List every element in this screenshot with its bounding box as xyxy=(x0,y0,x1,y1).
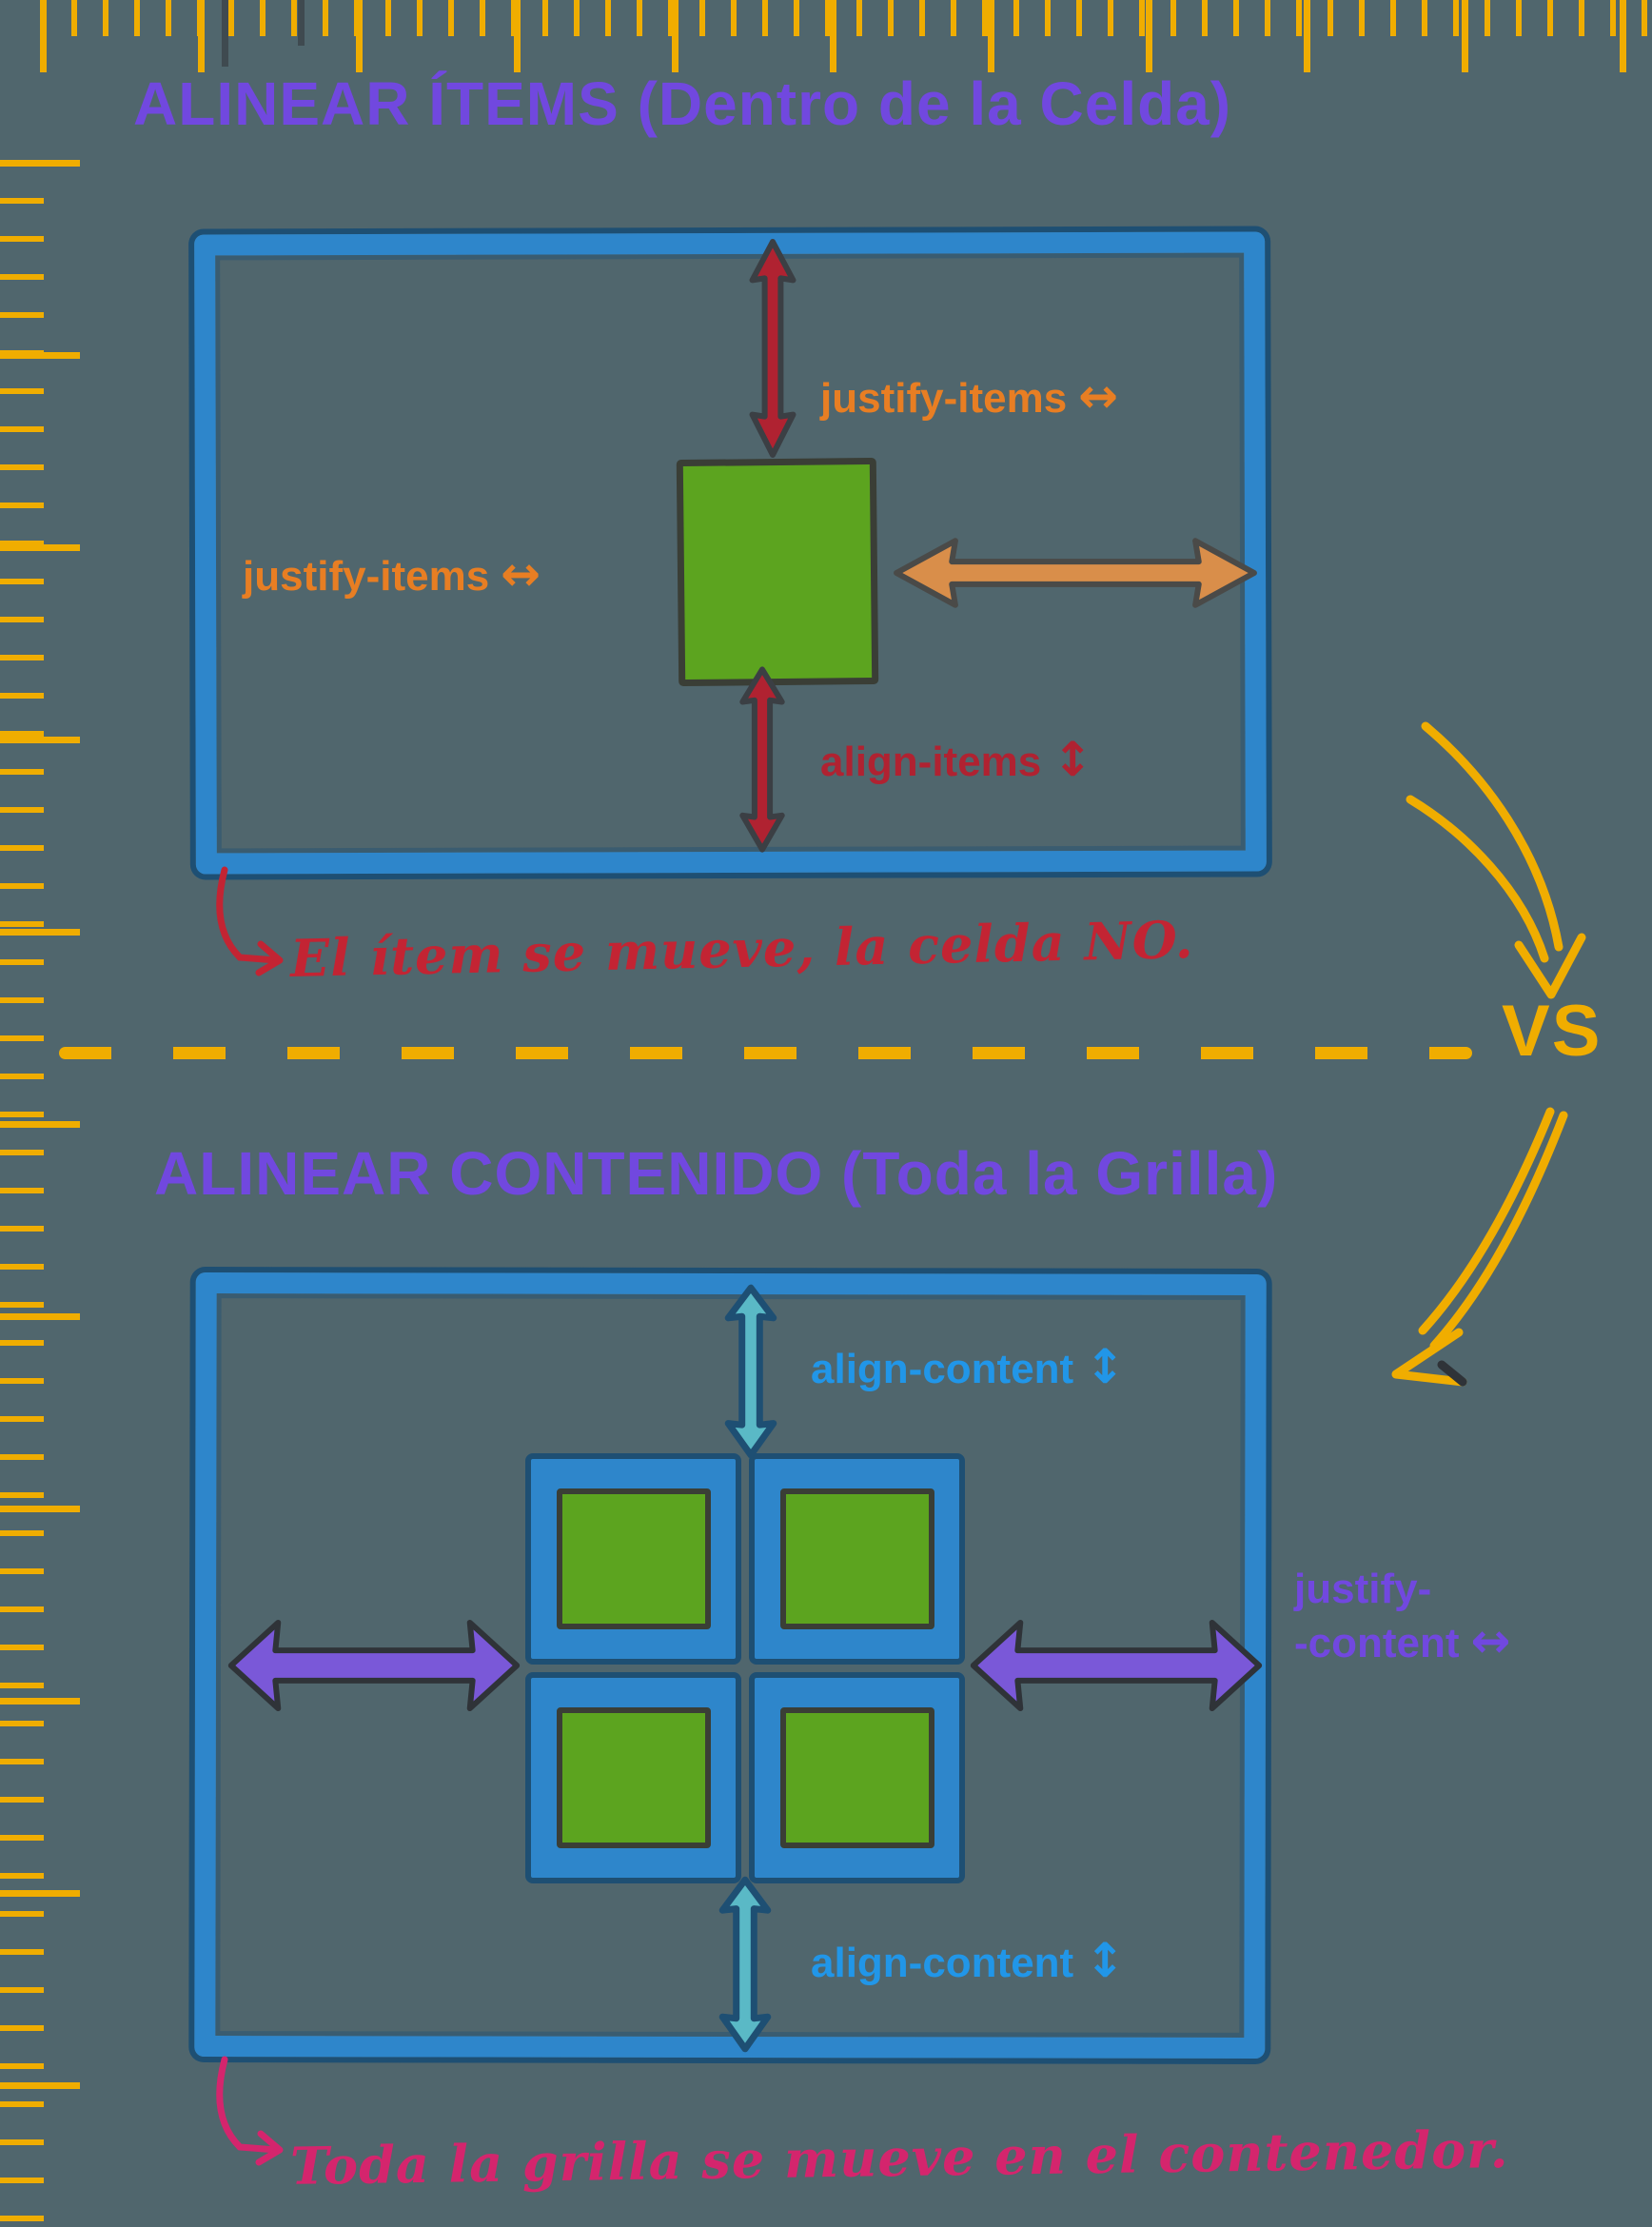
align-content-arrow-bottom-icon xyxy=(716,1877,775,2052)
grid-2x2 xyxy=(525,1453,965,1883)
grid-item-square xyxy=(556,1707,711,1848)
horizontal-arrow-glyph-icon: ↔ xyxy=(1470,1612,1511,1668)
justify-content-arrow-left-icon xyxy=(226,1612,521,1719)
ruler-dark-tick xyxy=(298,0,305,46)
horizontal-arrow-glyph-icon: ↔ xyxy=(1078,368,1119,424)
align-items-arrow-top-icon xyxy=(746,238,799,459)
curved-arrow-down-icon xyxy=(1406,721,1586,999)
justify-items-top-label: justify-items↔ xyxy=(820,368,1119,424)
justify-content-line2: -content xyxy=(1294,1619,1460,1666)
grid-cell xyxy=(749,1453,965,1665)
align-content-top-text: align-content xyxy=(811,1346,1074,1392)
justify-items-top-text: justify-items xyxy=(820,375,1068,422)
align-items-label: align-items↕ xyxy=(820,732,1093,788)
align-items-text: align-items xyxy=(820,739,1042,785)
ruler-left xyxy=(0,160,86,2227)
align-items-arrow-bottom-icon xyxy=(737,666,788,853)
dashed-divider-line xyxy=(59,1047,1472,1059)
align-content-top-label: align-content↕ xyxy=(811,1339,1126,1395)
justify-content-arrow-right-icon xyxy=(969,1612,1264,1719)
note-pointer-arrow-icon xyxy=(216,866,284,976)
vertical-arrow-glyph-icon: ↕ xyxy=(1085,1339,1126,1394)
vertical-arrow-glyph-icon: ↕ xyxy=(1052,732,1093,787)
vertical-arrow-glyph-icon: ↕ xyxy=(1085,1933,1126,1988)
justify-items-left-text: justify-items xyxy=(243,553,490,600)
curved-arrow-down-left-icon xyxy=(1391,1107,1568,1387)
ruler-top xyxy=(40,0,1652,76)
justify-items-arrow-right-icon xyxy=(891,533,1260,613)
grid-item-square xyxy=(779,1707,934,1848)
grid-cell xyxy=(525,1453,741,1665)
content-note: Toda la grilla se mueve en el contenedor… xyxy=(289,2119,1509,2197)
items-note: El ítem se mueve, la celda NO. xyxy=(289,909,1195,989)
note-pointer-arrow-icon xyxy=(216,2056,284,2166)
horizontal-arrow-glyph-icon: ↔ xyxy=(501,546,541,601)
grid-cell xyxy=(525,1672,741,1883)
ruler-dark-tick xyxy=(222,0,228,67)
grid-cell xyxy=(749,1672,965,1883)
justify-content-label: justify- -content↔ xyxy=(1294,1566,1510,1668)
align-content-bottom-text: align-content xyxy=(811,1940,1074,1986)
justify-content-line1: justify- xyxy=(1294,1566,1432,1612)
grid-item-square xyxy=(676,457,879,687)
section-content-title: ALINEAR CONTENIDO (Toda la Grilla) xyxy=(154,1139,1279,1208)
grid-item-square xyxy=(556,1488,711,1629)
align-content-bottom-label: align-content↕ xyxy=(811,1933,1126,1989)
grid-item-square xyxy=(779,1488,934,1629)
section-items-title: ALINEAR ÍTEMS (Dentro de la Celda) xyxy=(133,69,1232,138)
vs-label: VS xyxy=(1502,991,1603,1072)
justify-items-left-label: justify-items↔ xyxy=(243,546,541,602)
align-content-arrow-top-icon xyxy=(721,1285,780,1458)
